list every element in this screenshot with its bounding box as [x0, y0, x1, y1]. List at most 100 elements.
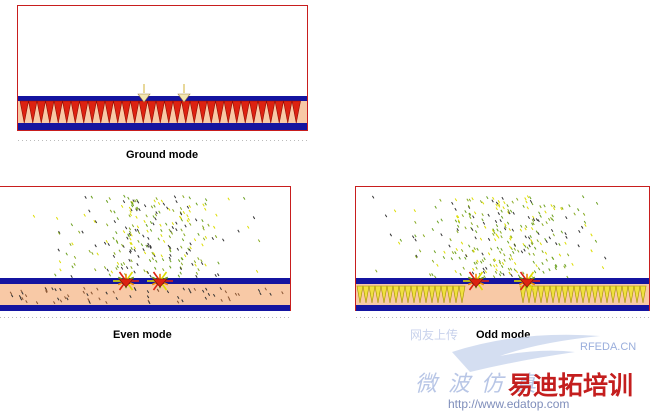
even-field-vector — [135, 208, 138, 212]
odd-field-vector — [590, 249, 593, 253]
dotted-baseline-dot — [144, 317, 145, 318]
odd-field-vector — [499, 270, 502, 274]
odd-field-vector — [512, 250, 515, 254]
even-field-vector — [137, 254, 140, 258]
even-substrate-field-vector — [53, 301, 56, 305]
even-field-vector — [247, 225, 250, 229]
dotted-baseline-dot — [480, 317, 481, 318]
odd-field-vector — [495, 233, 499, 237]
odd-field-vector — [594, 239, 598, 243]
odd-field-vector — [436, 263, 439, 267]
dotted-baseline-dot — [92, 317, 93, 318]
ground-e-field-arrow — [36, 100, 46, 124]
dotted-baseline-dot — [162, 140, 163, 141]
even-field-vector — [127, 234, 130, 238]
even-substrate-field-vector — [10, 294, 14, 298]
odd-field-vector — [525, 200, 528, 204]
even-field-vector — [135, 215, 138, 219]
odd-mode-caption: Odd mode — [476, 329, 531, 341]
even-substrate-field-vector — [269, 292, 272, 296]
dotted-baseline-dot — [84, 317, 85, 318]
odd-field-vector — [497, 200, 501, 204]
even-field-vector — [134, 199, 137, 203]
odd-field-vector — [434, 275, 437, 279]
even-field-vector — [189, 246, 192, 250]
even-field-vector — [170, 231, 174, 235]
even-field-vector — [145, 223, 148, 227]
odd-field-vector — [503, 201, 506, 205]
odd-e-field-arrow-right — [573, 285, 581, 304]
odd-field-vector — [535, 230, 539, 234]
odd-field-vector — [548, 236, 551, 240]
odd-e-field-arrow-right — [615, 285, 623, 304]
dotted-baseline-dot — [262, 140, 263, 141]
dotted-baseline-dot — [172, 317, 173, 318]
odd-field-vector — [502, 272, 505, 276]
odd-field-vector — [530, 242, 534, 246]
ground-e-field-arrow — [87, 100, 97, 124]
even-field-vector — [179, 212, 183, 216]
odd-field-vector — [528, 244, 531, 248]
odd-field-vector — [495, 201, 499, 205]
even-substrate-field-vector — [35, 301, 39, 305]
odd-field-vector — [564, 232, 567, 236]
watermark-cn-brand: 易迪拓培训 — [508, 371, 634, 400]
even-field-vector — [91, 251, 94, 255]
dotted-baseline-dot — [294, 140, 295, 141]
even-field-vector — [160, 199, 164, 203]
dotted-baseline-dot — [240, 317, 241, 318]
even-field-vector — [93, 220, 96, 224]
odd-field-vector — [389, 233, 393, 237]
odd-field-vector — [501, 196, 504, 200]
dotted-baseline-dot — [284, 317, 285, 318]
even-field-vector — [168, 207, 171, 211]
odd-field-vector — [454, 219, 458, 223]
even-field-vector — [179, 206, 183, 211]
odd-field-vector — [431, 259, 435, 263]
even-field-vector — [188, 204, 191, 208]
dotted-baseline-dot — [444, 317, 445, 318]
dotted-baseline-dot — [412, 317, 413, 318]
dotted-baseline-dot — [648, 317, 649, 318]
odd-field-vector — [414, 234, 417, 238]
odd-e-field-arrow-left — [374, 285, 382, 304]
ground-e-field-arrow — [62, 100, 72, 124]
odd-field-vector — [495, 207, 498, 211]
even-substrate-field-vector — [88, 300, 91, 304]
odd-field-vector — [551, 218, 555, 222]
dotted-baseline-dot — [70, 140, 71, 141]
even-substrate-field-vector — [64, 296, 67, 300]
even-substrate-field-vector — [21, 297, 24, 301]
odd-field-vector — [487, 213, 490, 217]
odd-field-vector — [472, 249, 475, 253]
dotted-baseline-dot — [50, 140, 51, 141]
dotted-baseline-dot — [204, 317, 205, 318]
even-field-vector — [70, 223, 74, 227]
even-field-vector — [204, 207, 207, 211]
dotted-baseline-dot — [102, 140, 103, 141]
odd-field-vector — [604, 256, 607, 260]
even-field-vector — [195, 274, 198, 278]
dotted-baseline-dot — [82, 140, 83, 141]
dotted-baseline-dot — [160, 317, 161, 318]
odd-field-vector — [473, 261, 476, 265]
odd-field-vector — [533, 246, 537, 250]
dotted-baseline-dot — [288, 317, 289, 318]
dotted-baseline-dot — [488, 317, 489, 318]
odd-field-vector — [471, 249, 475, 253]
even-field-vector — [96, 252, 99, 256]
even-field-vector — [169, 253, 172, 257]
odd-field-vector — [508, 257, 512, 261]
odd-e-field-arrow-left — [362, 285, 370, 304]
even-substrate-field-vector — [105, 300, 108, 304]
odd-field-vector — [457, 220, 461, 224]
dotted-baseline-dot — [420, 317, 421, 318]
even-field-vector — [162, 202, 166, 206]
dotted-baseline-dot — [440, 317, 441, 318]
even-field-vector — [113, 220, 116, 224]
odd-e-field-arrow-left — [416, 285, 424, 304]
odd-field-vector — [520, 224, 523, 228]
odd-field-vector — [568, 204, 571, 208]
odd-field-vector — [545, 258, 548, 262]
